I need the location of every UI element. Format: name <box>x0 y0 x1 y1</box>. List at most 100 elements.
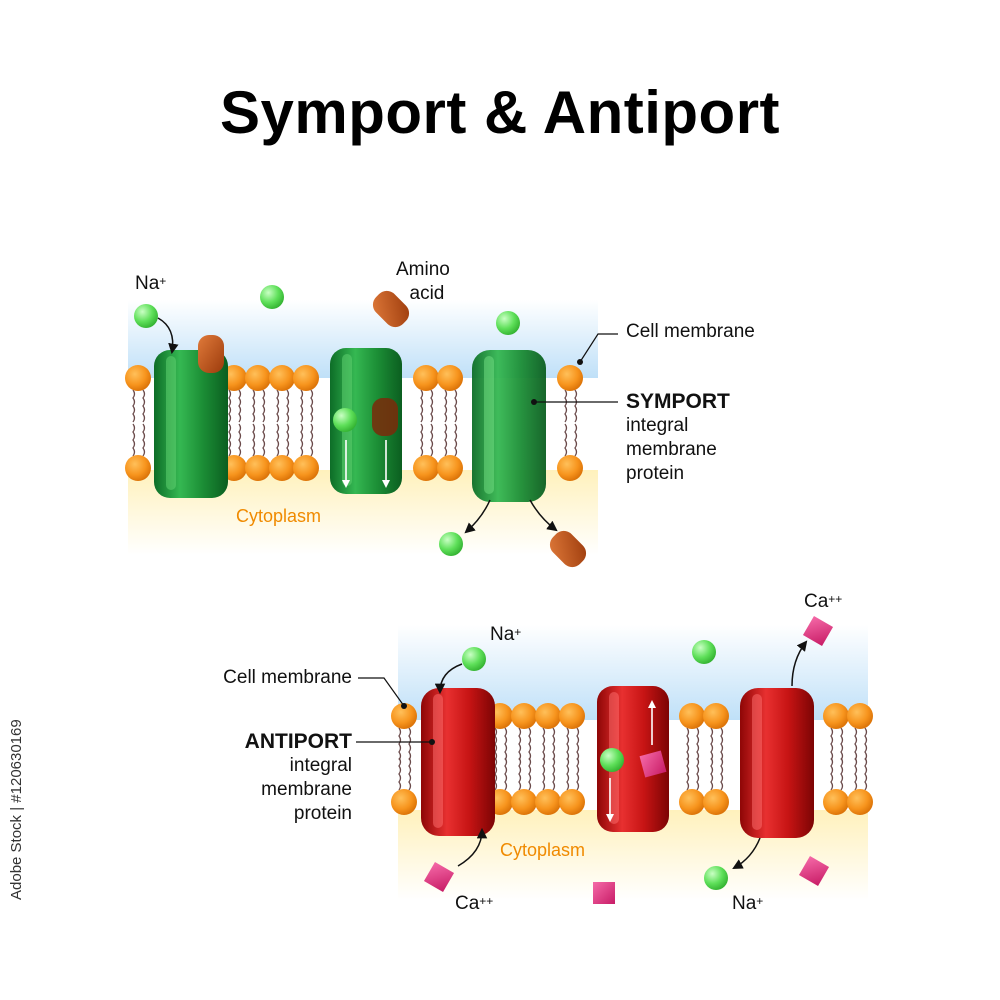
calcium-ion <box>423 861 455 893</box>
antiport-sodium-top-label: Na+ <box>490 624 522 645</box>
diagram-title: Symport & Antiport <box>219 79 781 146</box>
lipid-tail <box>576 727 580 791</box>
lipid-head <box>245 455 271 481</box>
lipid-head <box>847 789 873 815</box>
cell-membrane-leader <box>579 333 618 363</box>
lipid-head <box>535 789 561 815</box>
lipid-tail <box>494 727 498 791</box>
lipid-head <box>557 455 583 481</box>
amino-acid <box>198 335 224 373</box>
sodium-ion <box>134 304 158 328</box>
symport-lipid-bilayer <box>125 365 583 481</box>
lipid-tail <box>710 727 714 791</box>
sodium-ion <box>462 647 486 671</box>
symport-sodium-label: Na+ <box>135 273 167 294</box>
lipid-head <box>557 365 583 391</box>
sodium-ion <box>704 866 728 890</box>
lipid-head <box>413 365 439 391</box>
lipid-tail <box>528 727 532 791</box>
stock-id-label: Adobe Stock | #120630169 <box>8 719 25 900</box>
lipid-tail <box>276 389 280 457</box>
sodium-exit-arrow <box>464 499 491 534</box>
lipid-tail <box>686 727 690 791</box>
lipid-tail <box>444 389 448 457</box>
lipid-head <box>269 455 295 481</box>
symport-cytoplasm-label: Cytoplasm <box>236 506 322 526</box>
antiport-sodium-bottom-label: Na+ <box>732 893 764 914</box>
antiport-calcium-top-label: Ca++ <box>804 591 843 612</box>
lipid-head <box>437 365 463 391</box>
sodium-entry-arrow <box>434 663 463 695</box>
calcium-ion <box>639 750 667 778</box>
lipid-head <box>437 455 463 481</box>
lipid-tail <box>398 727 402 791</box>
lipid-tail <box>696 727 700 791</box>
lipid-head <box>559 703 585 729</box>
symport-protein-label: SYMPORT integral membrane protein <box>626 390 730 484</box>
cell-membrane-leader <box>358 677 405 707</box>
lipid-head <box>293 365 319 391</box>
lipid-head <box>703 789 729 815</box>
lipid-head <box>245 365 271 391</box>
lipid-tail <box>420 389 424 457</box>
lipid-tail <box>864 727 868 791</box>
sodium-exit-arrow <box>732 837 761 870</box>
symport-panel <box>125 285 618 568</box>
lipid-head <box>847 703 873 729</box>
amino-acid <box>372 290 410 328</box>
lipid-head <box>125 455 151 481</box>
lipid-tail <box>518 727 522 791</box>
lipid-tail <box>408 727 412 791</box>
lipid-tail <box>720 727 724 791</box>
symport-protein-3 <box>472 350 546 502</box>
lipid-head <box>511 703 537 729</box>
antiport-protein-3 <box>740 688 814 838</box>
lipid-tail <box>142 389 146 457</box>
lipid-tail <box>504 727 508 791</box>
lipid-tail <box>564 389 568 457</box>
antiport-cytoplasm-label: Cytoplasm <box>500 840 586 860</box>
lipid-tail <box>574 389 578 457</box>
calcium-ion <box>802 615 834 647</box>
amino-acid <box>372 398 398 436</box>
sodium-entry-arrow <box>157 317 179 355</box>
lipid-head <box>391 703 417 729</box>
lipid-head <box>703 703 729 729</box>
lipid-tail <box>840 727 844 791</box>
lipid-head <box>679 703 705 729</box>
sodium-ion <box>692 640 716 664</box>
sodium-ion <box>439 532 463 556</box>
lipid-tail <box>552 727 556 791</box>
lipid-head <box>823 789 849 815</box>
calcium-ion <box>798 855 830 887</box>
calcium-exit-arrow <box>457 827 488 867</box>
amino-acid-label: Amino acid <box>396 259 450 304</box>
lipid-head <box>391 789 417 815</box>
lipid-head <box>511 789 537 815</box>
antiport-calcium-bottom-label: Ca++ <box>455 893 494 914</box>
lipid-tail <box>454 389 458 457</box>
symport-protein-1 <box>154 350 228 498</box>
lipid-head <box>125 365 151 391</box>
lipid-tail <box>262 389 266 457</box>
antiport-protein-label: ANTIPORT integral membrane protein <box>244 730 352 824</box>
lipid-head <box>535 703 561 729</box>
sodium-ion <box>333 408 357 432</box>
lipid-head <box>823 703 849 729</box>
lipid-tail <box>228 389 232 457</box>
antiport-cell-membrane-label: Cell membrane <box>223 667 352 688</box>
lipid-tail <box>542 727 546 791</box>
amino-exit-arrow <box>529 499 558 532</box>
lipid-tail <box>238 389 242 457</box>
lipid-tail <box>310 389 314 457</box>
lipid-tail <box>286 389 290 457</box>
antiport-protein-1 <box>421 688 495 836</box>
lipid-head <box>559 789 585 815</box>
lipid-head <box>679 789 705 815</box>
amino-acid <box>549 530 587 568</box>
symport-cell-membrane-label: Cell membrane <box>626 321 755 342</box>
sodium-ion <box>260 285 284 309</box>
lipid-tail <box>132 389 136 457</box>
